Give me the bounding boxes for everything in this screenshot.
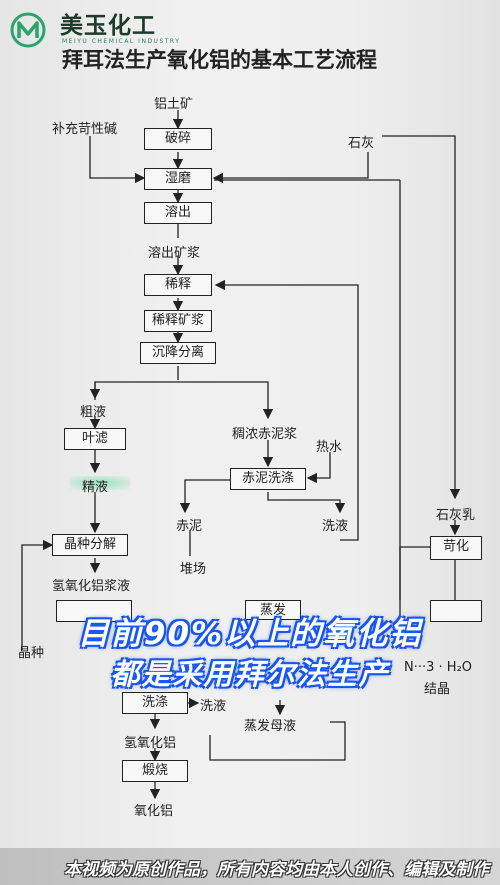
evap-box: 蒸发 xyxy=(245,600,301,620)
hydroxide-slurry-label: 氢氧化铝浆液 xyxy=(52,579,131,594)
dump-label: 堆场 xyxy=(180,562,207,577)
lime-milk-label: 石灰乳 xyxy=(436,508,476,523)
crude-liquor-label: 粗液 xyxy=(80,405,107,420)
flow-line xyxy=(89,136,146,184)
brand-logo-icon xyxy=(10,12,46,48)
wash-liquor-label: 洗液 xyxy=(322,519,349,534)
dilute-slurry-box: 稀释矿浆 xyxy=(144,310,212,332)
leaf-filter-box: 叶滤 xyxy=(64,428,126,450)
settle-box: 沉降分离 xyxy=(140,342,216,364)
flow-line xyxy=(214,279,359,541)
mother-liquor-label: 蒸发母液 xyxy=(244,719,297,734)
wash-liquor-2-label: 洗液 xyxy=(200,699,227,714)
alumina-label: 氧化铝 xyxy=(134,804,174,819)
red-mud-label: 赤泥 xyxy=(176,519,203,534)
mud-wash-box: 赤泥洗涤 xyxy=(230,468,306,490)
caustic-box: 苛化 xyxy=(430,536,482,560)
crystal-box xyxy=(430,600,482,622)
formula-label: N···3 · H₂O xyxy=(404,660,473,675)
flow-line xyxy=(179,479,230,514)
flow-line xyxy=(267,492,346,514)
fine-liquor-label: 精液 xyxy=(82,480,109,495)
dilute-box: 稀释 xyxy=(144,274,212,296)
hydroxide-label: 氢氧化铝 xyxy=(124,736,177,751)
bauxite-label: 铝土矿 xyxy=(154,97,194,112)
crush-box: 破碎 xyxy=(144,128,212,150)
brand-subtitle: MEIYU CHEMICAL INDUSTRY xyxy=(62,38,181,45)
caption-line-2: 都是采用拜尔法生产 xyxy=(110,657,390,691)
flow-line xyxy=(209,721,346,761)
page-title: 拜耳法生产氧化铝的基本工艺流程 xyxy=(62,48,377,72)
calcine-box: 煅烧 xyxy=(122,760,188,782)
lime-label: 石灰 xyxy=(348,136,375,151)
highlight-glow xyxy=(70,476,130,490)
wetgrind-box: 湿磨 xyxy=(144,168,212,190)
seed-decomp-box: 晶种分解 xyxy=(52,534,128,556)
caption-line-1: 目前90%以上的氧化铝 xyxy=(77,616,423,652)
brand-name: 美玉化工 xyxy=(60,13,156,39)
crystallize-label: 结晶 xyxy=(424,682,451,697)
naoh-label: 补充苛性碱 xyxy=(52,122,118,137)
dissolved-slurry-label: 溶出矿浆 xyxy=(148,246,201,261)
separate-box xyxy=(56,600,132,622)
flow-line xyxy=(306,452,331,484)
seed-label: 晶种 xyxy=(18,646,45,661)
thick-mud-label: 稠浓赤泥浆 xyxy=(232,427,298,442)
flow-line xyxy=(382,135,461,500)
flow-line xyxy=(21,539,54,650)
dissolve-box: 溶出 xyxy=(144,202,212,224)
footer-text: 本视频为原创作品，所有内容均由本人创作、编辑及制作 xyxy=(64,860,489,880)
wash-box: 洗涤 xyxy=(122,692,188,714)
hot-water-label: 热水 xyxy=(316,440,343,455)
footer-bar: 本视频为原创作品，所有内容均由本人创作、编辑及制作 xyxy=(0,848,500,885)
flow-line xyxy=(212,152,369,184)
